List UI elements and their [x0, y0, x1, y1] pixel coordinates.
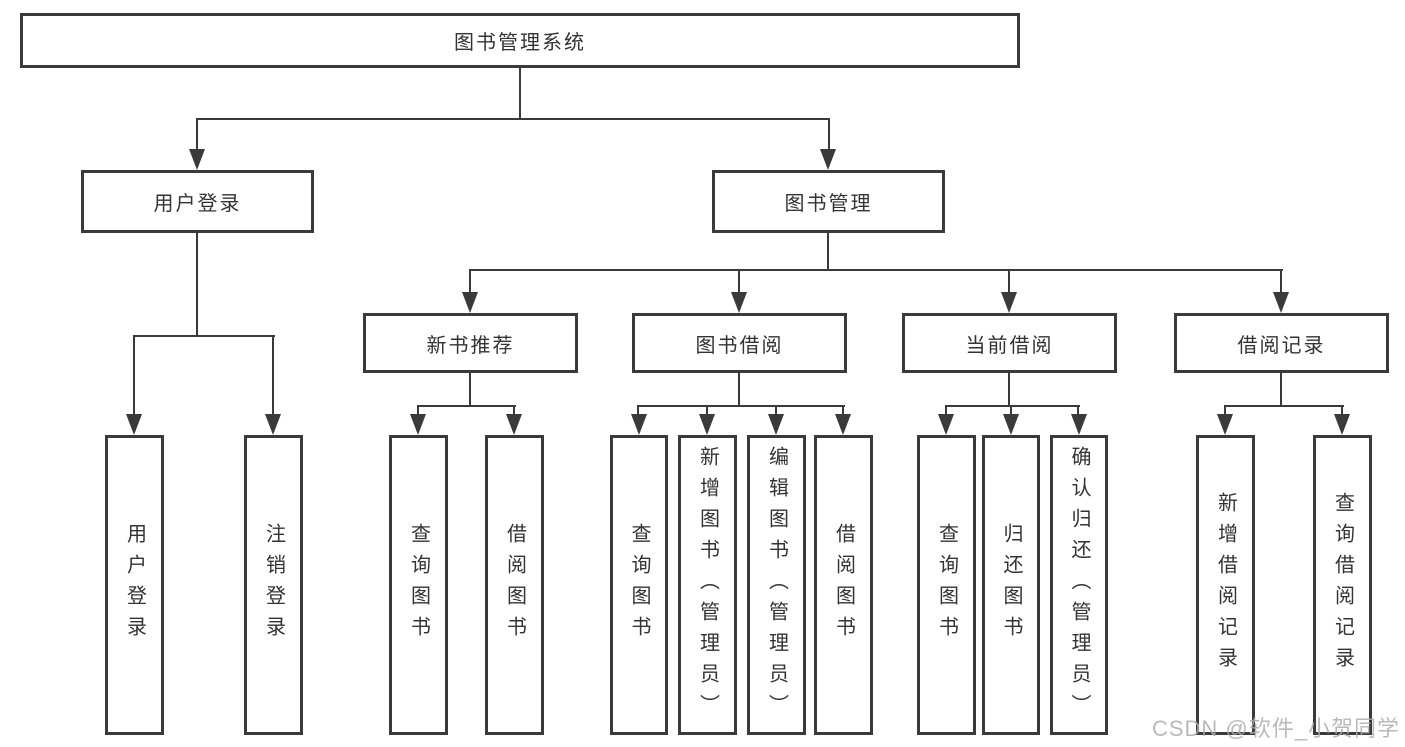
leaf-borrow-add-book-admin: 新增图书（管理员）: [678, 435, 737, 735]
node-label: 图书管理: [784, 193, 873, 215]
arrowhead-icon: [1217, 414, 1233, 435]
node-library-system: 图书管理系统: [20, 13, 1020, 68]
leaf-current-confirm-return-admin: 确认归还（管理员）: [1050, 435, 1108, 735]
arrowhead-icon: [462, 292, 478, 313]
node-label: 新增图书（管理员）: [696, 445, 719, 725]
node-label: 用户登录: [153, 193, 242, 215]
connector-line: [1224, 405, 1226, 418]
connector-line: [417, 405, 516, 407]
node-label: 借阅图书: [503, 523, 526, 647]
node-label: 查询图书: [628, 523, 650, 647]
connector-line: [842, 405, 844, 418]
node-book-borrow: 图书借阅: [632, 313, 847, 373]
leaf-recommend-query-book: 查询图书: [389, 435, 448, 735]
connector-line: [706, 405, 708, 418]
connector-line: [1280, 373, 1282, 407]
leaf-record-add: 新增借阅记录: [1196, 435, 1255, 735]
node-label: 借阅图书: [832, 523, 855, 647]
arrowhead-icon: [189, 149, 205, 170]
arrowhead-icon: [1273, 292, 1289, 313]
connector-line: [945, 405, 1080, 407]
node-borrow-record: 借阅记录: [1174, 313, 1389, 373]
connector-line: [1008, 269, 1010, 295]
arrowhead-icon: [506, 414, 522, 435]
leaf-user-login: 用户登录: [105, 435, 164, 735]
node-current-borrow: 当前借阅: [902, 313, 1117, 373]
connector-line: [1077, 405, 1079, 418]
connector-line: [519, 68, 521, 120]
connector-line: [469, 269, 1283, 271]
leaf-logout: 注销登录: [244, 435, 303, 735]
arrowhead-icon: [410, 414, 426, 435]
arrowhead-icon: [265, 414, 281, 435]
node-label: 查询图书: [407, 523, 430, 647]
arrowhead-icon: [126, 414, 142, 435]
arrowhead-icon: [1001, 292, 1017, 313]
connector-line: [1010, 405, 1012, 418]
node-label: 确认归还（管理员）: [1068, 445, 1090, 725]
connector-line: [196, 233, 198, 337]
connector-line: [1341, 405, 1343, 418]
connector-line: [469, 373, 471, 407]
node-label: 新增借阅记录: [1214, 492, 1237, 678]
connector-line: [133, 335, 135, 416]
arrowhead-icon: [1003, 414, 1019, 435]
node-label: 归还图书: [1000, 523, 1022, 647]
connector-line: [272, 335, 274, 416]
arrowhead-icon: [631, 414, 647, 435]
arrowhead-icon: [768, 414, 784, 435]
connector-line: [196, 118, 198, 152]
arrowhead-icon: [1334, 414, 1350, 435]
connector-line: [1280, 269, 1282, 295]
leaf-current-query-book: 查询图书: [917, 435, 976, 735]
connector-line: [775, 405, 777, 418]
connector-line: [133, 335, 275, 337]
node-label: 编辑图书（管理员）: [765, 445, 788, 725]
connector-line: [1224, 405, 1344, 407]
arrowhead-icon: [835, 414, 851, 435]
arrowhead-icon: [731, 292, 747, 313]
arrowhead-icon: [938, 414, 954, 435]
connector-line: [637, 405, 639, 418]
node-label: 注销登录: [262, 523, 285, 647]
node-label: 用户登录: [123, 523, 146, 647]
leaf-borrow-edit-book-admin: 编辑图书（管理员）: [747, 435, 806, 735]
node-label: 新书推荐: [426, 334, 515, 357]
connector-line: [827, 233, 829, 271]
connector-line: [1008, 373, 1010, 407]
node-book-management: 图书管理: [712, 170, 945, 233]
node-user-login: 用户登录: [81, 170, 314, 233]
node-label: 当前借阅: [965, 334, 1054, 357]
connector-line: [637, 405, 845, 407]
node-label: 借阅记录: [1237, 334, 1326, 357]
node-label: 图书借阅: [695, 334, 784, 357]
node-label: 查询借阅记录: [1331, 492, 1354, 678]
leaf-current-return-book: 归还图书: [982, 435, 1040, 735]
connector-line: [828, 118, 830, 152]
node-label: 图书管理系统: [454, 32, 586, 54]
arrowhead-icon: [1071, 414, 1087, 435]
connector-line: [738, 269, 740, 295]
leaf-record-query: 查询借阅记录: [1313, 435, 1372, 735]
node-label: 查询图书: [935, 523, 958, 647]
connector-line: [417, 405, 419, 418]
leaf-borrow-borrow-book: 借阅图书: [814, 435, 873, 735]
connector-line: [469, 269, 471, 295]
watermark-text: CSDN @软件_小贺同学: [1151, 716, 1400, 741]
arrowhead-icon: [699, 414, 715, 435]
leaf-recommend-borrow-book: 借阅图书: [485, 435, 544, 735]
connector-line: [945, 405, 947, 418]
connector-line: [196, 118, 830, 120]
node-new-book-recommend: 新书推荐: [363, 313, 578, 373]
arrowhead-icon: [820, 149, 836, 170]
connector-line: [738, 373, 740, 407]
leaf-borrow-query-book: 查询图书: [610, 435, 668, 735]
connector-line: [513, 405, 515, 418]
